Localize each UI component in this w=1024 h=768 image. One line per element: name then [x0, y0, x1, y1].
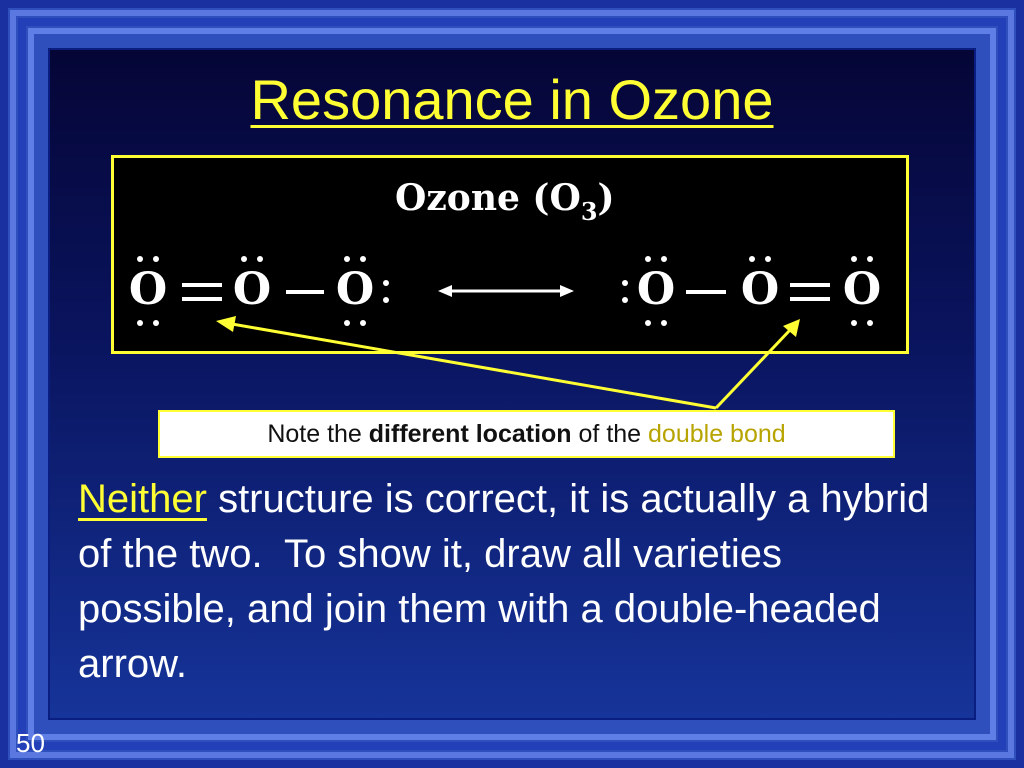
page-number: 50	[16, 728, 45, 758]
note-text: of the	[571, 419, 649, 448]
lone-pair-dot	[360, 256, 366, 262]
ozone-formula-subscript: 3	[580, 197, 598, 226]
lone-pair-dot	[153, 320, 159, 326]
note-highlight: double bond	[648, 419, 786, 448]
lone-pair-dot	[622, 280, 628, 286]
lone-pair-dot	[645, 256, 651, 262]
single-bond-line	[686, 290, 726, 294]
slide-frame-band	[18, 18, 1006, 750]
lone-pair-dot	[645, 320, 651, 326]
lone-pair-dot	[137, 256, 143, 262]
oxygen-atom: O	[128, 264, 168, 315]
lone-pair-dot	[749, 256, 755, 262]
double-bond-line	[182, 297, 222, 301]
oxygen-atom: O	[335, 264, 375, 315]
lone-pair-dot	[765, 256, 771, 262]
lone-pair-dot	[661, 256, 667, 262]
note-emphasis: different location	[368, 419, 572, 448]
slide-frame-band	[28, 28, 996, 740]
neither-emphasis: Neither	[78, 477, 207, 521]
lone-pair-dot	[153, 256, 159, 262]
body-text: structure is correct, it is actually a h…	[78, 477, 941, 686]
ozone-formula-close: )	[597, 177, 615, 219]
double-bond-line	[790, 283, 830, 287]
slide-frame-band	[10, 10, 1014, 758]
ozone-structure-box	[111, 155, 909, 354]
oxygen-atom: O	[740, 264, 780, 315]
lone-pair-dot	[851, 320, 857, 326]
lone-pair-dot	[851, 256, 857, 262]
lone-pair-dot	[383, 280, 389, 286]
lone-pair-dot	[257, 256, 263, 262]
single-bond-line	[286, 290, 324, 294]
lone-pair-dot	[344, 256, 350, 262]
oxygen-atom: O	[232, 264, 272, 315]
lone-pair-dot	[661, 320, 667, 326]
oxygen-atom: O	[636, 264, 676, 315]
note-callout: Note the different location of the doubl…	[158, 410, 895, 458]
double-bond-line	[182, 283, 222, 287]
slide-title: Resonance in Ozone	[250, 68, 774, 131]
lone-pair-dot	[383, 297, 389, 303]
double-bond-line	[790, 297, 830, 301]
body-paragraph: Neither structure is correct, it is actu…	[78, 472, 948, 692]
lone-pair-dot	[344, 320, 350, 326]
ozone-formula-label: Ozone (O3)	[395, 178, 615, 232]
lone-pair-dot	[360, 320, 366, 326]
oxygen-atom: O	[842, 264, 882, 315]
lone-pair-dot	[867, 320, 873, 326]
lone-pair-dot	[622, 297, 628, 303]
lone-pair-dot	[241, 256, 247, 262]
lone-pair-dot	[867, 256, 873, 262]
note-text: Note the	[267, 419, 369, 448]
lone-pair-dot	[137, 320, 143, 326]
ozone-formula-text: Ozone (O	[395, 177, 581, 219]
